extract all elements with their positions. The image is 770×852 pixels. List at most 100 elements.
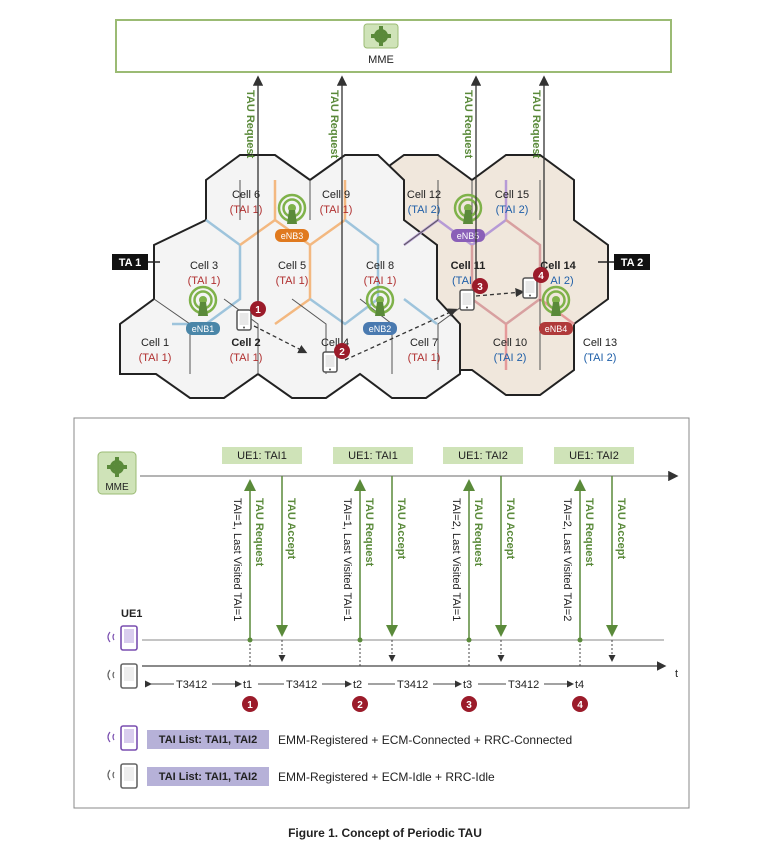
cell-6-name: Cell 6 (232, 189, 260, 201)
svg-text:UE1: TAI1: UE1: TAI1 (237, 450, 287, 462)
time-label-t1: t1 (243, 679, 252, 691)
svg-text:T3412: T3412 (286, 679, 317, 691)
enb2-badge: eNB2 (363, 322, 397, 335)
bottom-marker-3: 3 (461, 696, 477, 712)
svg-text:EMM-Registered + ECM-Connected: EMM-Registered + ECM-Connected + RRC-Con… (278, 733, 572, 747)
cell-13-name: Cell 13 (583, 337, 617, 349)
enb3-badge: eNB3 (275, 229, 309, 242)
svg-text:2: 2 (339, 347, 345, 358)
svg-text:TAU Accept: TAU Accept (285, 498, 297, 559)
ue1-label: UE1 (121, 608, 142, 620)
top-marker-1: 1 (250, 301, 266, 317)
enb4-badge: eNB4 (539, 322, 573, 335)
cell-15-tai: (TAI 2) (496, 204, 529, 216)
cell-1-tai: (TAI 1) (139, 352, 172, 364)
svg-text:4: 4 (538, 271, 544, 282)
svg-text:TAU Accept: TAU Accept (504, 498, 516, 559)
cell-8-name: Cell 8 (366, 260, 394, 272)
ue-phone-icon (459, 289, 475, 311)
cell-2-name: Cell 2 (231, 337, 260, 349)
svg-text:TAI List: TAI1, TAI2: TAI List: TAI1, TAI2 (159, 771, 257, 783)
svg-text:4: 4 (577, 700, 583, 711)
svg-text:TAU Request: TAU Request (530, 90, 542, 159)
cell-14-name: Cell 14 (540, 260, 576, 272)
svg-text:eNB1: eNB1 (192, 324, 215, 334)
cell-3-tai: (TAI 1) (188, 275, 221, 287)
ue-tai-box-2: UE1: TAI1 (333, 447, 413, 464)
ue-path (253, 288, 525, 361)
svg-text:TAI=1, Last Visited TAI=1: TAI=1, Last Visited TAI=1 (231, 498, 243, 621)
cell-9-name: Cell 9 (322, 189, 350, 201)
tau-request-labels: TAU Request TAU Request TAU Request TAU … (244, 90, 542, 159)
svg-text:EMM-Registered + ECM-Idle + RR: EMM-Registered + ECM-Idle + RRC-Idle (278, 770, 495, 784)
svg-text:T3412: T3412 (508, 679, 539, 691)
t-axis-label: t (675, 668, 678, 680)
mme-gear-icon (363, 23, 399, 49)
ue1-connected-phone-icon (107, 625, 138, 651)
cell-10-tai: (TAI 2) (494, 352, 527, 364)
cell-6-tai: (TAI 1) (230, 204, 263, 216)
ta2-label: TA 2 (598, 254, 650, 270)
cell-7-tai: (TAI 1) (408, 352, 441, 364)
tau-exchange-1: TAU Request TAU Accept TAI=1, Last Visit… (231, 476, 297, 666)
svg-text:TAU Request: TAU Request (462, 90, 474, 159)
svg-text:UE1: TAI2: UE1: TAI2 (458, 450, 508, 462)
figure-caption: Figure 1. Concept of Periodic TAU (288, 826, 482, 840)
time-label-t2: t2 (353, 679, 362, 691)
svg-text:TAU Request: TAU Request (472, 498, 484, 567)
svg-text:1: 1 (255, 305, 261, 316)
svg-text:2: 2 (357, 700, 363, 711)
svg-text:3: 3 (477, 282, 483, 293)
cell-1-name: Cell 1 (141, 337, 169, 349)
svg-text:eNB3: eNB3 (281, 231, 304, 241)
enb1-badge: eNB1 (186, 322, 220, 335)
svg-text:T3412: T3412 (397, 679, 428, 691)
cell-labels: Cell 1 (TAI 1) Cell 2 (TAI 1) Cell 3 (TA… (139, 189, 618, 364)
svg-text:TA 1: TA 1 (119, 257, 142, 269)
tau-request-arrows (252, 75, 550, 345)
tau-exchange-4: TAU Request TAU Accept TAI=2, Last Visit… (561, 476, 627, 666)
svg-text:TAU Accept: TAU Accept (615, 498, 627, 559)
svg-text:TAU Accept: TAU Accept (395, 498, 407, 559)
top-marker-2: 2 (334, 343, 350, 359)
ue-phone-icon (522, 277, 538, 299)
cell-14-tai: AI 2) (550, 275, 573, 287)
tau-exchange-3: TAU Request TAU Accept TAI=2, Last Visit… (450, 476, 516, 666)
svg-text:TAI=1, Last Visited TAI=1: TAI=1, Last Visited TAI=1 (341, 498, 353, 621)
cell-8-tai: (TAI 1) (364, 275, 397, 287)
legend-idle: TAI List: TAI1, TAI2 EMM-Registered + EC… (107, 763, 495, 789)
cell-10-name: Cell 10 (493, 337, 527, 349)
svg-text:eNB4: eNB4 (545, 324, 568, 334)
svg-text:T3412: T3412 (176, 679, 207, 691)
svg-text:3: 3 (466, 700, 472, 711)
cell-15-name: Cell 15 (495, 189, 529, 201)
svg-text:TAU Request: TAU Request (253, 498, 265, 567)
enb5-badge: eNB5 (451, 229, 485, 242)
legend-connected: TAI List: TAI1, TAI2 EMM-Registered + EC… (107, 725, 572, 751)
time-label-t4: t4 (575, 679, 584, 691)
timer-row: T3412 t1 T3412 t2 T3412 t3 T3412 t4 (145, 679, 584, 691)
svg-text:1: 1 (247, 700, 253, 711)
cell-5-name: Cell 5 (278, 260, 306, 272)
bottom-mme-icon (97, 451, 137, 495)
svg-text:TAU Request: TAU Request (583, 498, 595, 567)
bottom-marker-1: 1 (242, 696, 258, 712)
ue1-idle-phone-icon (107, 663, 138, 689)
svg-text:UE1: TAI2: UE1: TAI2 (569, 450, 619, 462)
cell-7-name: Cell 7 (410, 337, 438, 349)
svg-text:TAI List: TAI1, TAI2: TAI List: TAI1, TAI2 (159, 734, 257, 746)
cell-11-tai: (TAI (452, 275, 472, 287)
cell-5-tai: (TAI 1) (276, 275, 309, 287)
ta1-area (119, 154, 461, 399)
cell-2-tai: (TAI 1) (230, 352, 263, 364)
ue-tai-box-3: UE1: TAI2 (443, 447, 523, 464)
cell-12-name: Cell 12 (407, 189, 441, 201)
svg-text:TAU Request: TAU Request (363, 498, 375, 567)
bottom-mme-label: MME (105, 482, 129, 493)
svg-text:TAI=2, Last Visited TAI=2: TAI=2, Last Visited TAI=2 (561, 498, 573, 621)
ue-tai-box-1: UE1: TAI1 (222, 447, 302, 464)
cell-9-tai: (TAI 1) (320, 204, 353, 216)
tau-exchange-2: TAU Request TAU Accept TAI=1, Last Visit… (341, 476, 407, 666)
top-marker-3: 3 (472, 278, 488, 294)
bottom-marker-2: 2 (352, 696, 368, 712)
